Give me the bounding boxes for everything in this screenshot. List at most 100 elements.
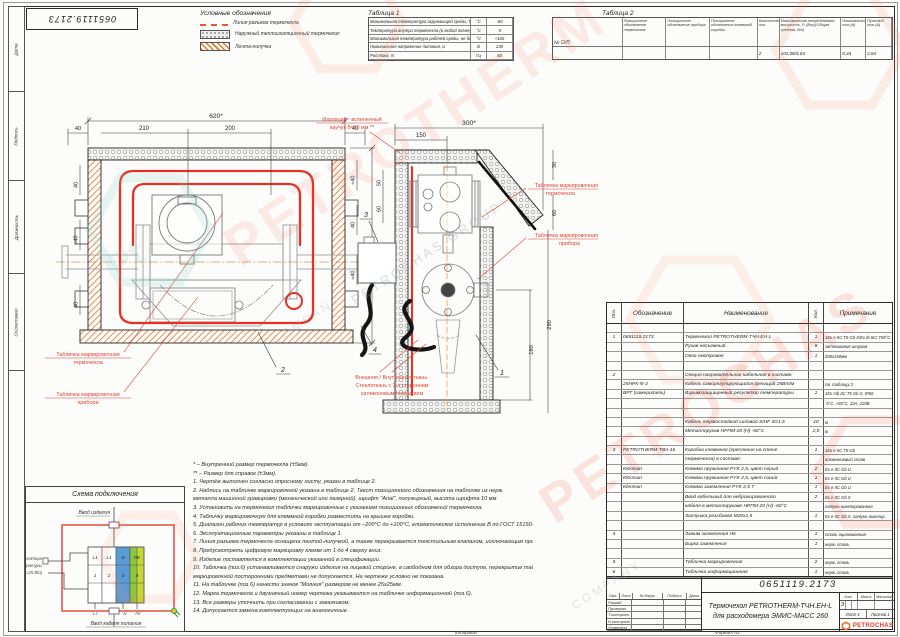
table-cell: 1 [809,530,824,539]
logo-hexagon-icon [841,621,851,631]
list-item: Н.контроль [607,619,701,625]
table-2: Таблица 2 № О/Л Позиционное обозначение … [552,10,893,60]
svg-text:прибора: прибора [559,241,580,247]
table-cell [666,47,711,59]
side-bottom-wall [382,399,501,414]
table-row [607,324,892,334]
title-block-col-headers: Изм.Лист № докум.Подпись Дата [607,593,701,600]
svg-text:4: 4 [373,347,377,354]
stamp-box-signature: Подпись [9,92,24,181]
table-cell: Кабель саморегулирующийся греющий 25Вт/м [684,380,809,389]
table-cell: Ex e IIC Gb U [825,475,851,481]
table-cell [607,464,622,474]
svg-text:40: 40 [74,182,80,188]
table-cell: Заглушка резьбовая М20х1,5 [684,511,809,521]
table-cell: 1Ex e IIC T5 Gb X/Ex tb IIIC T85°C Db X,… [825,335,892,341]
table-row [607,521,892,531]
table-cell: 230 [487,43,513,51]
table-cell: 1 [809,568,824,577]
lit-value: Э [840,601,846,609]
table-cell: 0,44 [841,47,867,59]
table-cell: В [471,43,487,51]
table-cell: Бирка заземления [684,539,809,549]
table-cell: 1 [809,389,824,399]
svg-text:каучук δ=10 мм **: каучук δ=10 мм ** [330,125,375,131]
table-cell: Табличка маркировочная [684,558,809,568]
table-cell: 1Ex e IIC T6 Gb [825,447,856,453]
table-cell: 2 [758,47,780,59]
svg-text:L1: L1 [106,555,112,560]
legend-item: Наружный теплоизоляционный термочехол [200,29,340,39]
stamp-box-agreed: Согласовано [9,274,24,371]
table-cell: Гц [471,51,487,59]
specification-table: Поз. Обозначение Наименование Кол. Приме… [606,302,893,579]
table-cell [607,342,622,352]
table-cell: Klemsan [622,483,684,493]
list-item: 1. Чертёж выполнен согласно опросному ли… [193,479,377,486]
list-item: металла машинной гравировки (механическо… [193,496,497,503]
company-logo: PETROCHAS [840,619,894,633]
svg-text:2: 2 [107,573,111,578]
table-cell [809,380,824,389]
table-cell: 1 [809,511,824,521]
table-2-header: № О/Л Позиционное обозначение термочехла… [553,18,892,47]
table-cell: Klemsan [622,474,684,483]
svg-text:1: 1 [500,370,504,377]
stamp-label: Подпись [14,126,19,146]
table-cell [824,409,892,417]
svg-text:210: 210 [139,126,150,132]
table-cell: 50 [487,51,513,59]
table-cell [622,530,684,539]
table-cell [607,511,622,521]
grid-line [663,600,664,631]
table-cell [809,361,824,370]
table-cell [607,455,622,464]
svg-text:300*: 300* [462,120,476,127]
svg-text:Табличка маркировочная: Табличка маркировочная [535,233,598,239]
table-cell: Взрывозащищенный регулятор температуры [684,389,809,399]
table-cell: Клемма заземления PYK 2,5 T [684,483,809,493]
svg-text:Стеклоткань с 2-х сторонним: Стеклоткань с 2-х сторонним [356,383,429,389]
flap-edge [477,160,537,231]
table-cell: 2 [809,558,824,568]
svg-text:620*: 620* [209,113,223,120]
table-cell: Ex e IIC Gb U [825,485,851,491]
table-cell: см. таблицу 2 [825,382,854,388]
table-row: ВРТ (измеритель)Взрывозащищенный регулят… [607,389,892,400]
col-header: Позиционное обозначение термочехла [623,18,667,46]
table-cell: нерж. сталь [825,560,850,566]
list-item: маркировочной посторонними предметами не… [193,573,445,580]
main-drawing: 620* 210 200 40 40 570* ≈40 40 ≈40 40 ≈4… [44,113,599,414]
table-cell [684,361,809,370]
svg-text:40: 40 [352,126,358,132]
table-cell [824,521,892,529]
svg-text:50: 50 [377,180,383,186]
side-dimensions [382,123,554,414]
table-cell [809,408,824,417]
list-item: Разраб. [607,600,701,607]
table-cell: Ввод кабельный для небронированного [684,493,809,502]
pebble-pattern-swatch [200,29,230,39]
list-item: 5. Диапазон рабочих температур в условия… [193,522,533,529]
svg-text:силиконовым покрытием: силиконовым покрытием [361,391,424,397]
col-header-designation: Обозначение [622,303,684,323]
table-cell [607,324,622,333]
table-cell [607,427,622,436]
legend-title: Условные обозначения [200,10,271,17]
table-cell [622,427,684,436]
side-dim-labels: 300* 150 30 60 50 60 290 180 [377,120,559,355]
table-row: Минимальная температура окружающей среды… [369,18,513,27]
list-item: 3. Установить на термочехол таблички мар… [193,504,484,511]
table-cell: °С [471,26,487,34]
scale-header: Масштаб [876,594,894,599]
front-top-insulation [87,147,346,161]
schema-top-label: Ввод изделия [79,510,111,516]
